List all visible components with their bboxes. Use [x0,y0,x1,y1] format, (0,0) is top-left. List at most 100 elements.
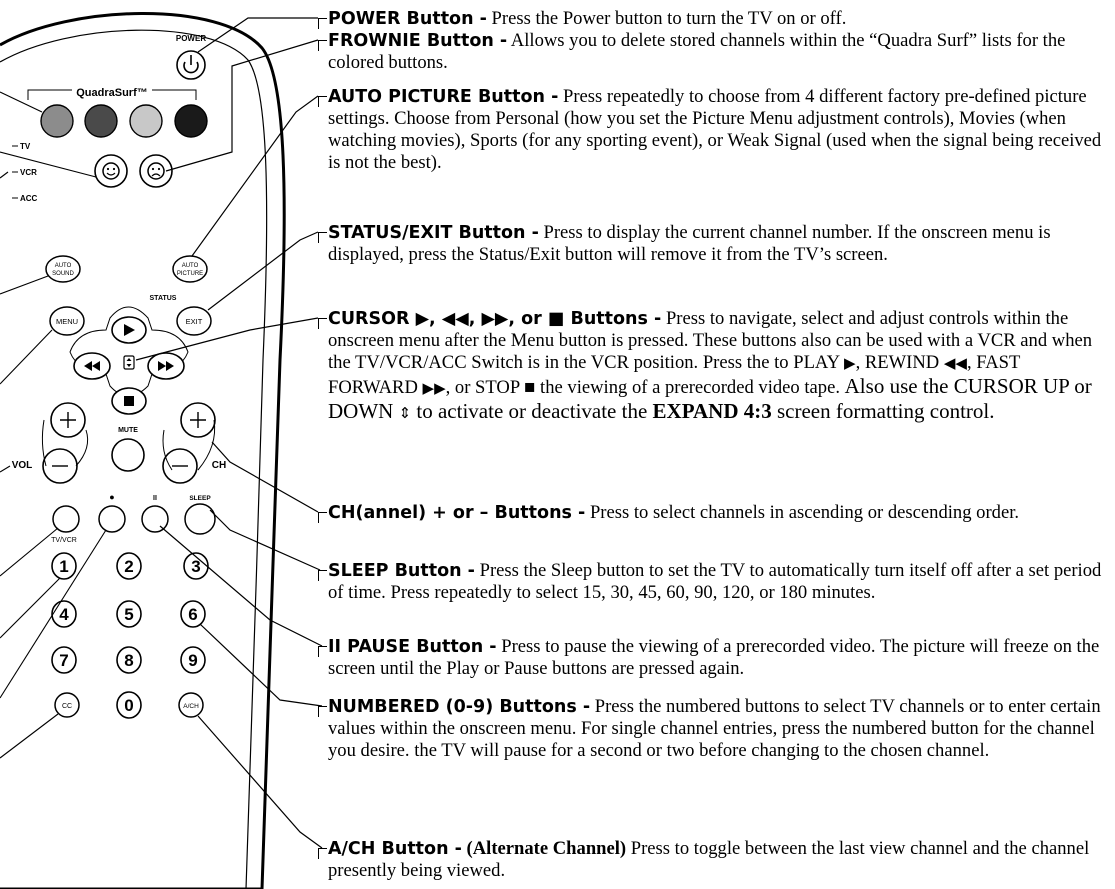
svg-text:6: 6 [188,605,197,624]
sleep-button[interactable] [184,503,216,535]
svg-text:AUTO: AUTO [182,263,199,269]
record-button[interactable] [98,505,126,533]
desc-pause: II PAUSE Button - Press to pause the vie… [328,636,1100,679]
pause-icon: II [153,495,157,502]
quadrasurf-red-button[interactable] [40,104,74,138]
quadrasurf-green-button[interactable] [84,104,118,138]
plus-icon [60,412,76,428]
play-icon: ▶ [844,354,856,372]
quadrasurf-label: QuadraSurf™ [76,87,148,99]
channel-up-button[interactable] [180,402,216,438]
svg-text:0: 0 [124,696,133,715]
digit-8-button[interactable]: 8 [116,646,142,674]
volume-down-button[interactable] [42,448,78,484]
svg-text:3: 3 [191,557,200,576]
plus-icon [190,412,206,428]
svg-text:A/CH: A/CH [183,703,199,710]
ach-button[interactable]: A/CH [178,692,204,718]
digit-4-button[interactable]: 4 [51,600,77,628]
svg-text:PICTURE: PICTURE [177,271,203,277]
svg-text:8: 8 [124,651,133,670]
status-label: STATUS [150,295,177,302]
number-pad: 1 2 3 4 5 6 7 8 9 CC 0 A/CH [51,552,209,719]
stop-button[interactable] [111,387,147,415]
expand-4-3-icon [123,355,135,370]
fast-forward-button[interactable] [147,352,185,380]
digit-9-button[interactable]: 9 [180,646,206,674]
stop-icon [124,396,134,406]
menu-button[interactable]: MENU [49,306,85,336]
tv-vcr-label: TV/VCR [51,537,77,544]
quadrasurf-yellow-button[interactable] [129,104,163,138]
tv-vcr-button[interactable] [52,505,80,533]
smiley-button[interactable] [94,154,128,188]
power-button[interactable] [176,50,206,80]
digit-0-button[interactable]: 0 [116,691,142,719]
digit-1-button[interactable]: 1 [51,552,77,580]
desc-channel: CH(annel) + or – Buttons - Press to sele… [328,502,1020,523]
auto-sound-button[interactable]: AUTO SOUND [45,255,81,283]
switch-label-tv: TV [20,142,31,151]
auto-picture-button[interactable]: AUTO PICTURE [172,255,208,283]
svg-text:7: 7 [59,651,68,670]
mute-button[interactable] [111,438,145,472]
rewind-icon: ◀◀ [441,309,469,329]
remote-body-outline [0,12,286,889]
switch-label-acc: ACC [20,194,38,203]
rewind-button[interactable] [73,352,111,380]
svg-text:CC: CC [62,703,72,710]
digit-2-button[interactable]: 2 [116,552,142,580]
rewind-icon: ◀◀ [943,354,967,372]
pause-button[interactable] [141,505,169,533]
play-icon [124,324,135,336]
switch-label-vcr: VCR [20,168,37,177]
tv-vcr-acc-switch[interactable]: TV VCR ACC [12,142,38,203]
left-callout-lines [0,91,107,759]
volume-up-button[interactable] [50,402,86,438]
desc-numbered: NUMBERED (0-9) Buttons - Press the numbe… [328,696,1101,761]
power-icon [183,61,199,74]
svg-text:EXIT: EXIT [186,317,203,326]
digit-7-button[interactable]: 7 [51,646,77,674]
cursor-cluster-outline [69,306,189,397]
svg-text:AUTO: AUTO [55,263,72,269]
desc-cursor: CURSOR ▶, ◀◀, ▶▶, or ■ Buttons - Press t… [328,308,1093,423]
sleep-label: SLEEP [189,495,211,502]
frownie-button[interactable] [139,154,173,188]
exit-button[interactable]: EXIT [176,306,212,336]
quadrasurf-blue-button[interactable] [174,104,208,138]
desc-frownie: FROWNIE Button - Allows you to delete st… [328,30,1066,73]
svg-text:4: 4 [59,605,69,624]
mute-label: MUTE [118,427,138,434]
svg-text:1: 1 [59,557,68,576]
frownie-icon [147,162,165,180]
digit-3-button[interactable]: 3 [183,552,209,580]
svg-text:SOUND: SOUND [52,271,74,277]
rewind-icon [84,361,100,371]
digit-6-button[interactable]: 6 [180,600,206,628]
expand-4-3-icon: ⇕ [398,404,412,422]
svg-text:5: 5 [124,605,133,624]
svg-text:9: 9 [188,651,197,670]
desc-status-exit: STATUS/EXIT Button - Press to display th… [328,222,1051,265]
ch-label: CH [212,460,226,471]
desc-power: POWER Button - Press the Power button to… [328,8,847,29]
desc-auto-picture: AUTO PICTURE Button - Press repeatedly t… [328,86,1102,173]
fast-forward-icon [158,361,174,371]
desc-ach: A/CH Button - (Alternate Channel) Press … [328,838,1090,881]
fast-forward-icon: ▶▶ [422,379,446,397]
vol-label: VOL [12,460,33,471]
power-label: POWER [176,34,206,43]
callout-lines [135,17,323,849]
desc-sleep: SLEEP Button - Press the Sleep button to… [328,560,1102,603]
remote-body-inner-outline [0,29,268,889]
smiley-icon [102,162,120,180]
channel-down-button[interactable] [162,448,198,484]
digit-5-button[interactable]: 5 [116,600,142,628]
fast-forward-icon: ▶▶ [481,309,509,329]
record-icon: ● [109,492,114,502]
play-icon: ▶ [415,309,430,329]
remote-control-illustration: POWER QuadraSurf™ TV VCR ACC [0,12,323,889]
play-button[interactable] [111,316,147,344]
cc-button[interactable]: CC [54,692,80,718]
